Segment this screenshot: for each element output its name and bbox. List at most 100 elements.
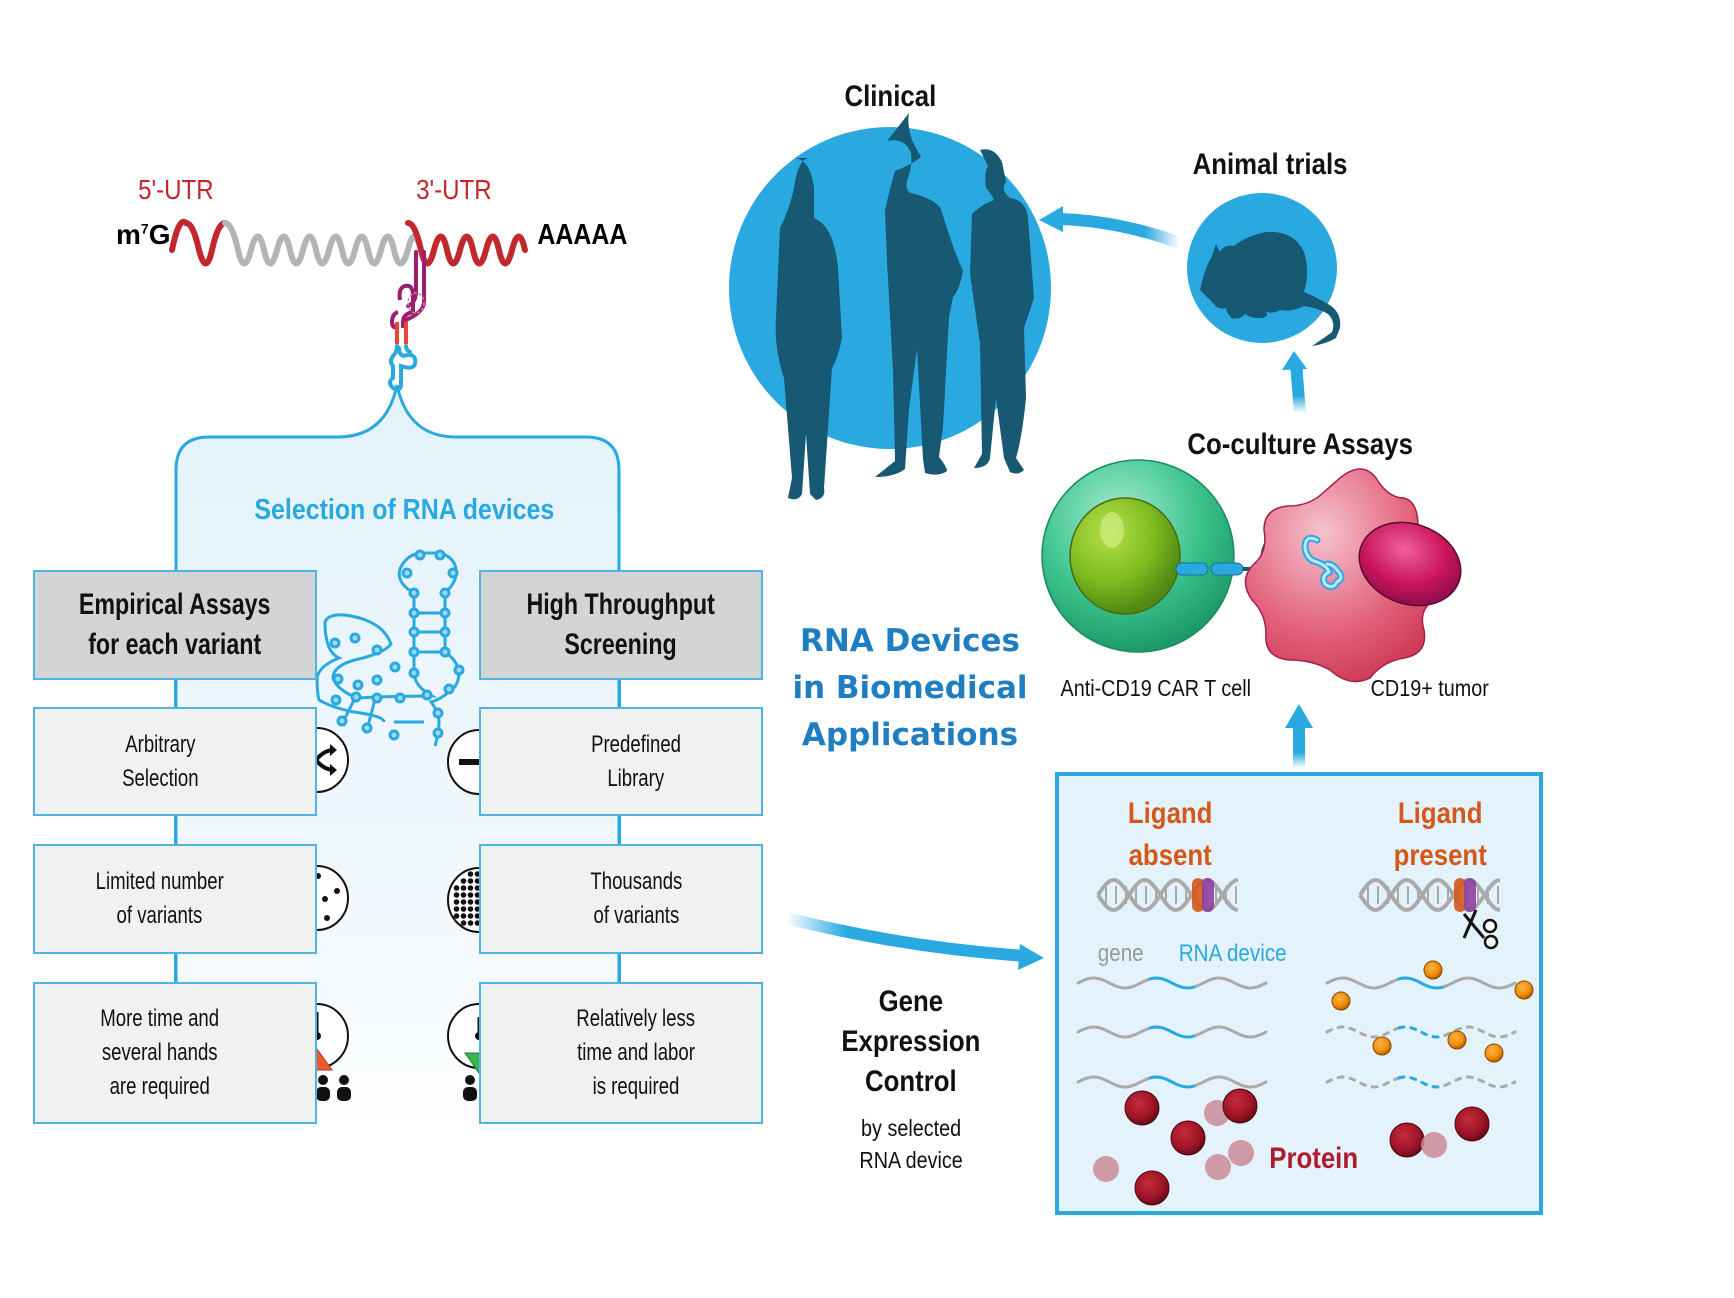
dot (474, 892, 481, 898)
dot (474, 899, 481, 905)
helix-strand (1096, 877, 1239, 912)
dot (467, 913, 474, 919)
ligand-molecule (1372, 1036, 1392, 1056)
animal-trials-label: Animal trials (1192, 148, 1348, 181)
clinical-illustration (729, 113, 1051, 500)
tumor-cell-illustration (1244, 468, 1462, 683)
protein-molecule (1228, 1140, 1254, 1166)
arrow-box-to-coculture (1293, 724, 1305, 768)
arrow-animal-to-clinical (1059, 213, 1183, 249)
dot (467, 892, 474, 898)
gene-segment (1076, 1025, 1152, 1039)
dot (460, 906, 467, 912)
arrow-coculture-to-animal (1290, 362, 1306, 414)
car-t-cell-label: Anti-CD19 CAR T cell (1060, 675, 1252, 701)
protein-molecule (1222, 1088, 1258, 1124)
ligand-box (1055, 772, 1543, 1215)
dot (460, 892, 467, 898)
dot (467, 899, 474, 905)
rna-device-segment (1148, 976, 1198, 990)
rna-device-marker (1202, 878, 1214, 912)
dot (453, 906, 460, 912)
rna-device-marker (1464, 878, 1476, 912)
dot (460, 878, 467, 884)
animal-illustration (1187, 193, 1341, 346)
dot (453, 885, 460, 891)
utr5-label: 5'-UTR (138, 174, 214, 205)
ligand-molecule (1447, 1030, 1467, 1050)
clinical-label: Clinical (844, 80, 936, 113)
rna-device-segment (1148, 1075, 1198, 1089)
dot (474, 871, 481, 877)
rna-hairpin-illustration (315, 549, 465, 747)
helix-strand (1358, 877, 1501, 912)
dot (467, 878, 474, 884)
protein-molecule (1454, 1106, 1490, 1142)
dot (474, 913, 481, 919)
ligand-molecules (1331, 960, 1534, 1063)
polya-label: AAAAA (537, 219, 628, 251)
helix-strand (1096, 878, 1239, 913)
coding-wave (222, 220, 424, 267)
dot (453, 899, 460, 905)
rna-device-stem (395, 322, 408, 344)
selection-panel-outline (174, 384, 621, 1140)
tumor-label: CD19+ tumor (1370, 675, 1490, 701)
dot (474, 878, 481, 884)
rna-device-segment (1397, 1025, 1447, 1039)
protein-molecule (1124, 1090, 1160, 1126)
ligand-molecule (1484, 1043, 1504, 1063)
protein-molecule (1389, 1122, 1425, 1158)
utr5-wave (169, 218, 228, 267)
dot (460, 913, 467, 919)
dot (460, 899, 467, 905)
gene-label: gene (1097, 940, 1144, 967)
cap-label: m7G (116, 219, 171, 250)
protein-molecule (1205, 1154, 1231, 1180)
gene-segment (1076, 1075, 1152, 1089)
gene-marker (1192, 878, 1204, 912)
ligand-molecule (1423, 960, 1443, 980)
ligand-molecule (1514, 980, 1534, 1000)
dot (453, 913, 460, 919)
gene-segment (1194, 1025, 1268, 1039)
protein-molecule (1170, 1120, 1206, 1156)
dot (460, 920, 467, 926)
dot (474, 885, 481, 891)
protein-molecules (1093, 1088, 1490, 1206)
protein-molecule (1421, 1132, 1447, 1158)
gene-segment (1443, 976, 1517, 990)
gene-segment (1076, 976, 1152, 990)
selection-title: Selection of RNA devices (254, 494, 555, 526)
protein-molecule (1134, 1170, 1170, 1206)
dna-helix-present-icon (1358, 877, 1501, 913)
utr3-label: 3'-UTR (416, 174, 492, 205)
gene-segment (1325, 976, 1401, 990)
arrow-selection-to-box (784, 912, 1027, 962)
protein-molecule (1093, 1156, 1119, 1182)
dot (453, 892, 460, 898)
rna-device-segment (1397, 1075, 1447, 1089)
gene-segment (1443, 1025, 1517, 1039)
dot (467, 920, 474, 926)
gene-segment (1325, 1025, 1401, 1039)
ligand-molecule (1331, 991, 1351, 1011)
rna-device-aptamer (388, 344, 418, 392)
rna-device-segment (1397, 976, 1447, 990)
rna-device-label: RNA device (1178, 940, 1287, 967)
gene-segment (1325, 1075, 1401, 1089)
dot (474, 920, 481, 926)
dot (474, 906, 481, 912)
dot (467, 906, 474, 912)
utr3-wave (405, 220, 528, 267)
